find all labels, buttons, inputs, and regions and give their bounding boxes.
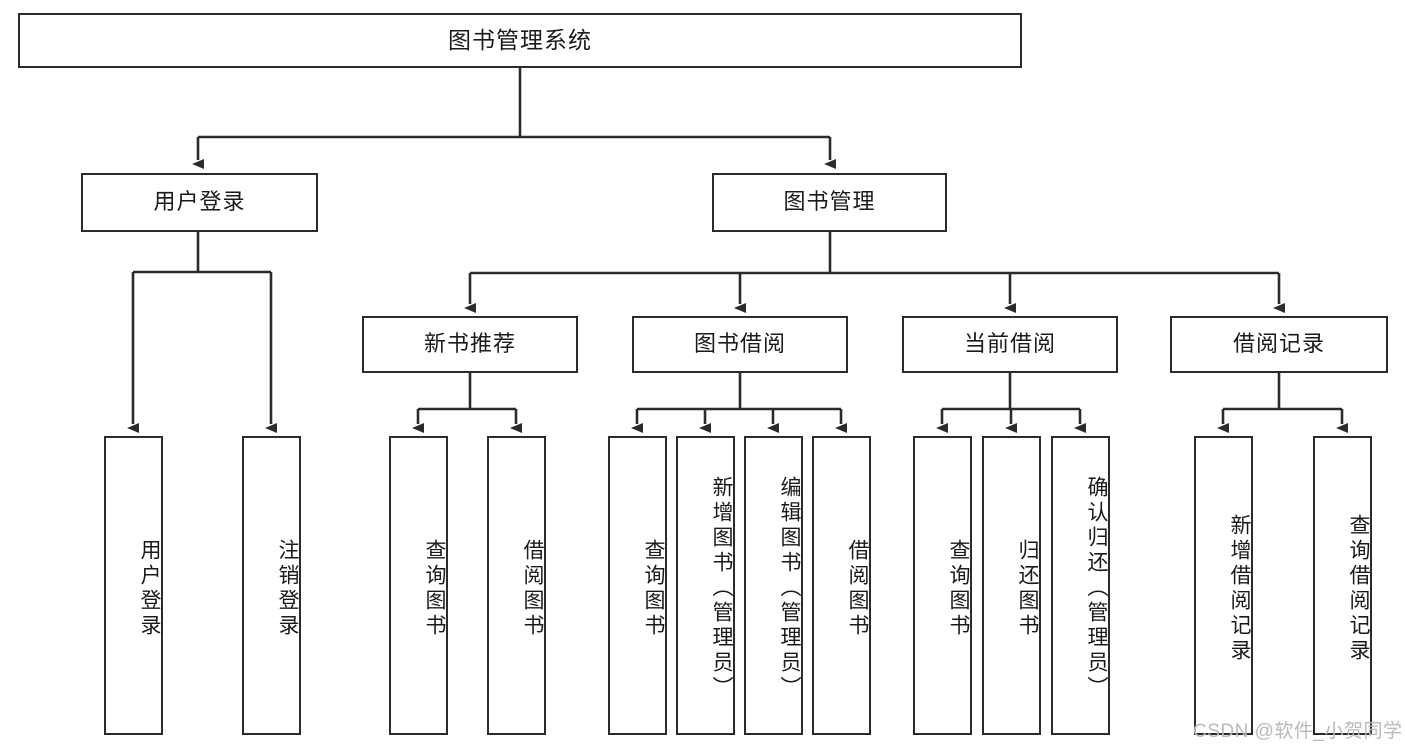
- leaf-user-login-login[interactable]: 用户登录: [104, 436, 163, 735]
- node-label: 新增图书（管理员）: [710, 476, 733, 701]
- node-root-system[interactable]: 图书管理系统: [18, 13, 1022, 68]
- node-label: 查询借阅记录: [1347, 513, 1370, 664]
- leaf-record-query-record[interactable]: 查询借阅记录: [1313, 436, 1372, 735]
- leaf-record-add-record[interactable]: 新增借阅记录: [1194, 436, 1253, 735]
- leaf-current-confirm-return-admin[interactable]: 确认归还（管理员）: [1051, 436, 1110, 735]
- node-label: 注销登录: [276, 538, 299, 639]
- node-label: 查询图书: [947, 538, 970, 639]
- node-book-borrow[interactable]: 图书借阅: [632, 316, 848, 373]
- leaf-borrow-borrow-book[interactable]: 借阅图书: [812, 436, 871, 735]
- node-label: 新书推荐: [423, 331, 516, 357]
- node-label: 借阅图书: [521, 538, 544, 639]
- node-label: 图书管理: [783, 189, 876, 215]
- node-label: 归还图书: [1016, 538, 1039, 639]
- leaf-borrow-query-book[interactable]: 查询图书: [608, 436, 667, 735]
- node-borrow-record[interactable]: 借阅记录: [1170, 316, 1388, 373]
- leaf-recommend-borrow-book[interactable]: 借阅图书: [487, 436, 546, 735]
- node-label: 借阅记录: [1232, 331, 1325, 357]
- leaf-current-return-book[interactable]: 归还图书: [982, 436, 1041, 735]
- leaf-recommend-query-book[interactable]: 查询图书: [389, 436, 448, 735]
- node-new-book-recommend[interactable]: 新书推荐: [362, 316, 578, 373]
- node-label: 借阅图书: [846, 538, 869, 639]
- node-label: 确认归还（管理员）: [1085, 476, 1108, 701]
- node-label: 用户登录: [138, 538, 161, 639]
- leaf-user-login-logout[interactable]: 注销登录: [242, 436, 301, 735]
- leaf-borrow-add-book-admin[interactable]: 新增图书（管理员）: [676, 436, 735, 735]
- node-label: 新增借阅记录: [1228, 513, 1251, 664]
- node-label: 查询图书: [423, 538, 446, 639]
- node-label: 图书管理系统: [448, 26, 592, 53]
- node-book-management[interactable]: 图书管理: [712, 173, 947, 232]
- node-label: 图书借阅: [693, 331, 786, 357]
- leaf-borrow-edit-book-admin[interactable]: 编辑图书（管理员）: [744, 436, 803, 735]
- csdn-watermark: CSDN @软件_小贺同学: [1193, 721, 1403, 742]
- node-label: 编辑图书（管理员）: [778, 476, 801, 701]
- node-label: 用户登录: [153, 189, 246, 215]
- node-current-borrow[interactable]: 当前借阅: [902, 316, 1118, 373]
- node-user-login[interactable]: 用户登录: [81, 173, 318, 232]
- node-label: 查询图书: [642, 538, 665, 639]
- leaf-current-query-book[interactable]: 查询图书: [913, 436, 972, 735]
- node-label: 当前借阅: [963, 331, 1056, 357]
